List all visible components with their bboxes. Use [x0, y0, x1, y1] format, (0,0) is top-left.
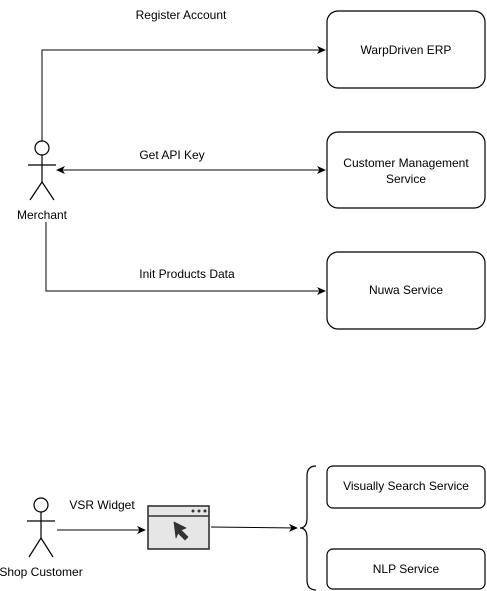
browser-window-cursor-icon[interactable] — [147, 505, 210, 550]
shop-customer-label: Shop Customer — [0, 565, 83, 579]
register-account-edge — [41, 46, 326, 141]
services-group-brace — [299, 465, 317, 591]
init-products-edge — [45, 222, 326, 295]
customer-management-service-box[interactable] — [326, 131, 486, 209]
vsr-widget-label: VSR Widget — [69, 498, 135, 512]
erp-service-box[interactable] — [326, 10, 486, 89]
customer-management-service-label-line2: Service — [386, 172, 426, 186]
init-products-label: Init Products Data — [139, 267, 235, 281]
get-api-key-label: Get API Key — [139, 148, 204, 162]
erp-service-label: WarpDriven ERP — [361, 43, 452, 57]
customer-management-service-label-line1: Customer Management — [343, 156, 469, 170]
nlp-service-box[interactable] — [326, 548, 486, 590]
nlp-service-label: NLP Service — [373, 562, 440, 576]
register-account-label: Register Account — [136, 8, 227, 22]
merchant-label: Merchant — [17, 208, 68, 222]
widget-to-services-edge — [210, 523, 298, 532]
nuwa-service-box[interactable] — [326, 251, 486, 330]
visual-search-service-label: Visually Search Service — [343, 479, 469, 493]
merchant-actor-icon — [28, 140, 56, 201]
shop-customer-actor-icon — [27, 497, 55, 558]
visual-search-service-box[interactable] — [326, 465, 486, 509]
nuwa-service-label: Nuwa Service — [369, 283, 443, 297]
